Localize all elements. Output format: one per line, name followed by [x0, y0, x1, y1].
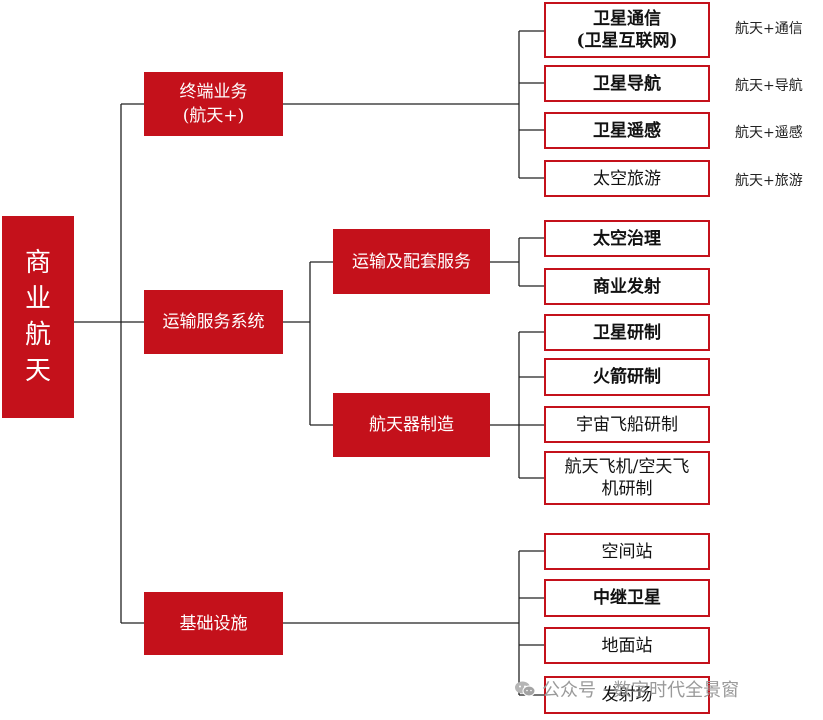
leaf-spaceship-development-label: 宇宙飞船研制	[576, 414, 678, 435]
leaf-satellite-remote-sensing: 卫星遥感	[544, 112, 710, 149]
root-char-2: 业	[24, 284, 51, 314]
leaf-commercial-launch: 商业发射	[544, 268, 710, 305]
leaf-satellite-navigation-label: 卫星导航	[593, 73, 661, 94]
leaf-relay-satellite-label: 中继卫星	[593, 588, 661, 608]
wechat-icon	[515, 681, 536, 697]
root-char-3: 航	[24, 320, 51, 350]
node-transport-service: 运输及配套服务	[333, 229, 490, 294]
node-terminal-business-line1: 终端业务	[179, 82, 248, 102]
leaf-ground-station-label: 地面站	[601, 635, 653, 656]
node-infrastructure: 基础设施	[144, 592, 283, 655]
leaf-rocket-development-label: 火箭研制	[593, 367, 661, 387]
leaf-space-station-label: 空间站	[601, 541, 653, 562]
root-char-1: 商	[24, 248, 51, 278]
leaf-satellite-navigation: 卫星导航	[544, 65, 710, 102]
note-space-plus-remote-sensing: 航天+遥感	[735, 125, 803, 141]
leaf-satellite-communication-line1: 卫星通信	[593, 9, 661, 29]
leaf-launch-site: 发射场	[544, 676, 710, 714]
node-spacecraft-manufacturing: 航天器制造	[333, 393, 490, 457]
node-infrastructure-label: 基础设施	[179, 613, 248, 634]
leaf-space-tourism: 太空旅游	[544, 160, 710, 197]
node-transport-system-label: 运输服务系统	[162, 312, 265, 332]
leaf-relay-satellite: 中继卫星	[544, 579, 710, 617]
leaf-spaceplane-development-line1: 航天飞机/空天飞	[564, 457, 690, 477]
leaf-ground-station: 地面站	[544, 627, 710, 664]
leaf-satellite-communication: 卫星通信 (卫星互联网)	[544, 2, 710, 58]
leaf-rocket-development: 火箭研制	[544, 358, 710, 396]
node-transport-service-label: 运输及配套服务	[352, 251, 471, 272]
root-node-commercial-space: 商 业 航 天	[2, 216, 74, 418]
leaf-space-governance: 太空治理	[544, 220, 710, 257]
leaf-space-station: 空间站	[544, 533, 710, 570]
node-spacecraft-manufacturing-label: 航天器制造	[369, 415, 454, 435]
leaf-spaceplane-development: 航天飞机/空天飞 机研制	[544, 451, 710, 505]
leaf-space-governance-label: 太空治理	[593, 228, 661, 249]
watermark: 公众号 · 数字时代全景窗	[514, 676, 739, 702]
node-terminal-business-line2: (航天+)	[182, 106, 245, 126]
node-transport-system: 运输服务系统	[144, 290, 283, 354]
leaf-satellite-development-label: 卫星研制	[593, 322, 661, 343]
node-terminal-business: 终端业务 (航天+)	[144, 72, 283, 136]
leaf-satellite-remote-sensing-label: 卫星遥感	[593, 120, 661, 141]
leaf-spaceplane-development-line2: 机研制	[601, 479, 653, 499]
note-space-plus-navigation: 航天+导航	[735, 78, 803, 94]
watermark-text: 公众号 · 数字时代全景窗	[542, 680, 740, 701]
leaf-launch-site-label: 发射场	[601, 685, 653, 705]
leaf-satellite-development: 卫星研制	[544, 314, 710, 351]
leaf-spaceship-development: 宇宙飞船研制	[544, 406, 710, 443]
leaf-commercial-launch-label: 商业发射	[593, 276, 661, 297]
leaf-satellite-communication-line2: (卫星互联网)	[576, 31, 678, 51]
leaf-space-tourism-label: 太空旅游	[593, 168, 661, 189]
root-char-4: 天	[24, 356, 51, 386]
note-space-plus-communication: 航天+通信	[735, 21, 803, 37]
note-space-plus-tourism: 航天+旅游	[735, 173, 803, 189]
